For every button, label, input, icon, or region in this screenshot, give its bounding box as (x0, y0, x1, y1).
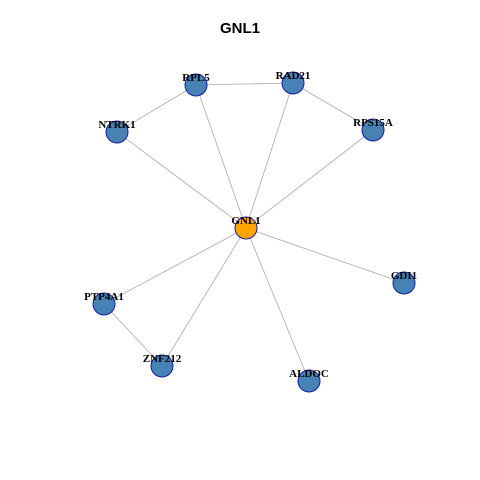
node-ntrk1[interactable] (105, 120, 129, 144)
node-znf212[interactable] (150, 354, 174, 378)
node-label-rpl5: RPL5 (182, 72, 210, 84)
nodes-layer (92, 71, 416, 393)
edge-rpl5-ntrk1 (116, 84, 197, 133)
edge-gnl1-rps15a (245, 129, 374, 229)
edge-gnl1-aldoc (245, 227, 310, 382)
edge-gnl1-znf212 (161, 227, 247, 367)
node-label-ntrk1: NTRK1 (98, 119, 135, 131)
node-gdi1[interactable] (392, 271, 416, 295)
edge-gnl1-rpl5 (195, 84, 247, 229)
node-label-gdi1: GDI1 (391, 270, 417, 282)
node-aldoc[interactable] (297, 369, 321, 393)
edges-layer (103, 82, 405, 382)
node-label-gnl1: GNL1 (231, 215, 260, 227)
node-label-rps15a: RPS15A (353, 117, 393, 129)
node-gnl1[interactable] (234, 216, 258, 240)
node-ptp4a1[interactable] (92, 292, 116, 316)
edge-gnl1-gdi1 (245, 227, 405, 284)
edge-gnl1-rad21 (245, 82, 294, 229)
node-label-aldoc: ALDOC (289, 368, 329, 380)
node-label-znf212: ZNF212 (143, 353, 182, 365)
node-rps15a[interactable] (361, 118, 385, 142)
edge-gnl1-ptp4a1 (103, 227, 247, 305)
edge-ptp4a1-znf212 (103, 303, 163, 367)
node-label-rad21: RAD21 (276, 70, 311, 82)
edge-rad21-rps15a (292, 82, 374, 131)
plot-title: GNL1 (219, 20, 260, 37)
node-rpl5[interactable] (184, 73, 208, 97)
node-rad21[interactable] (281, 71, 305, 95)
edge-gnl1-ntrk1 (116, 131, 247, 229)
edge-rpl5-rad21 (195, 82, 294, 86)
node-label-ptp4a1: PTP4A1 (84, 291, 124, 303)
